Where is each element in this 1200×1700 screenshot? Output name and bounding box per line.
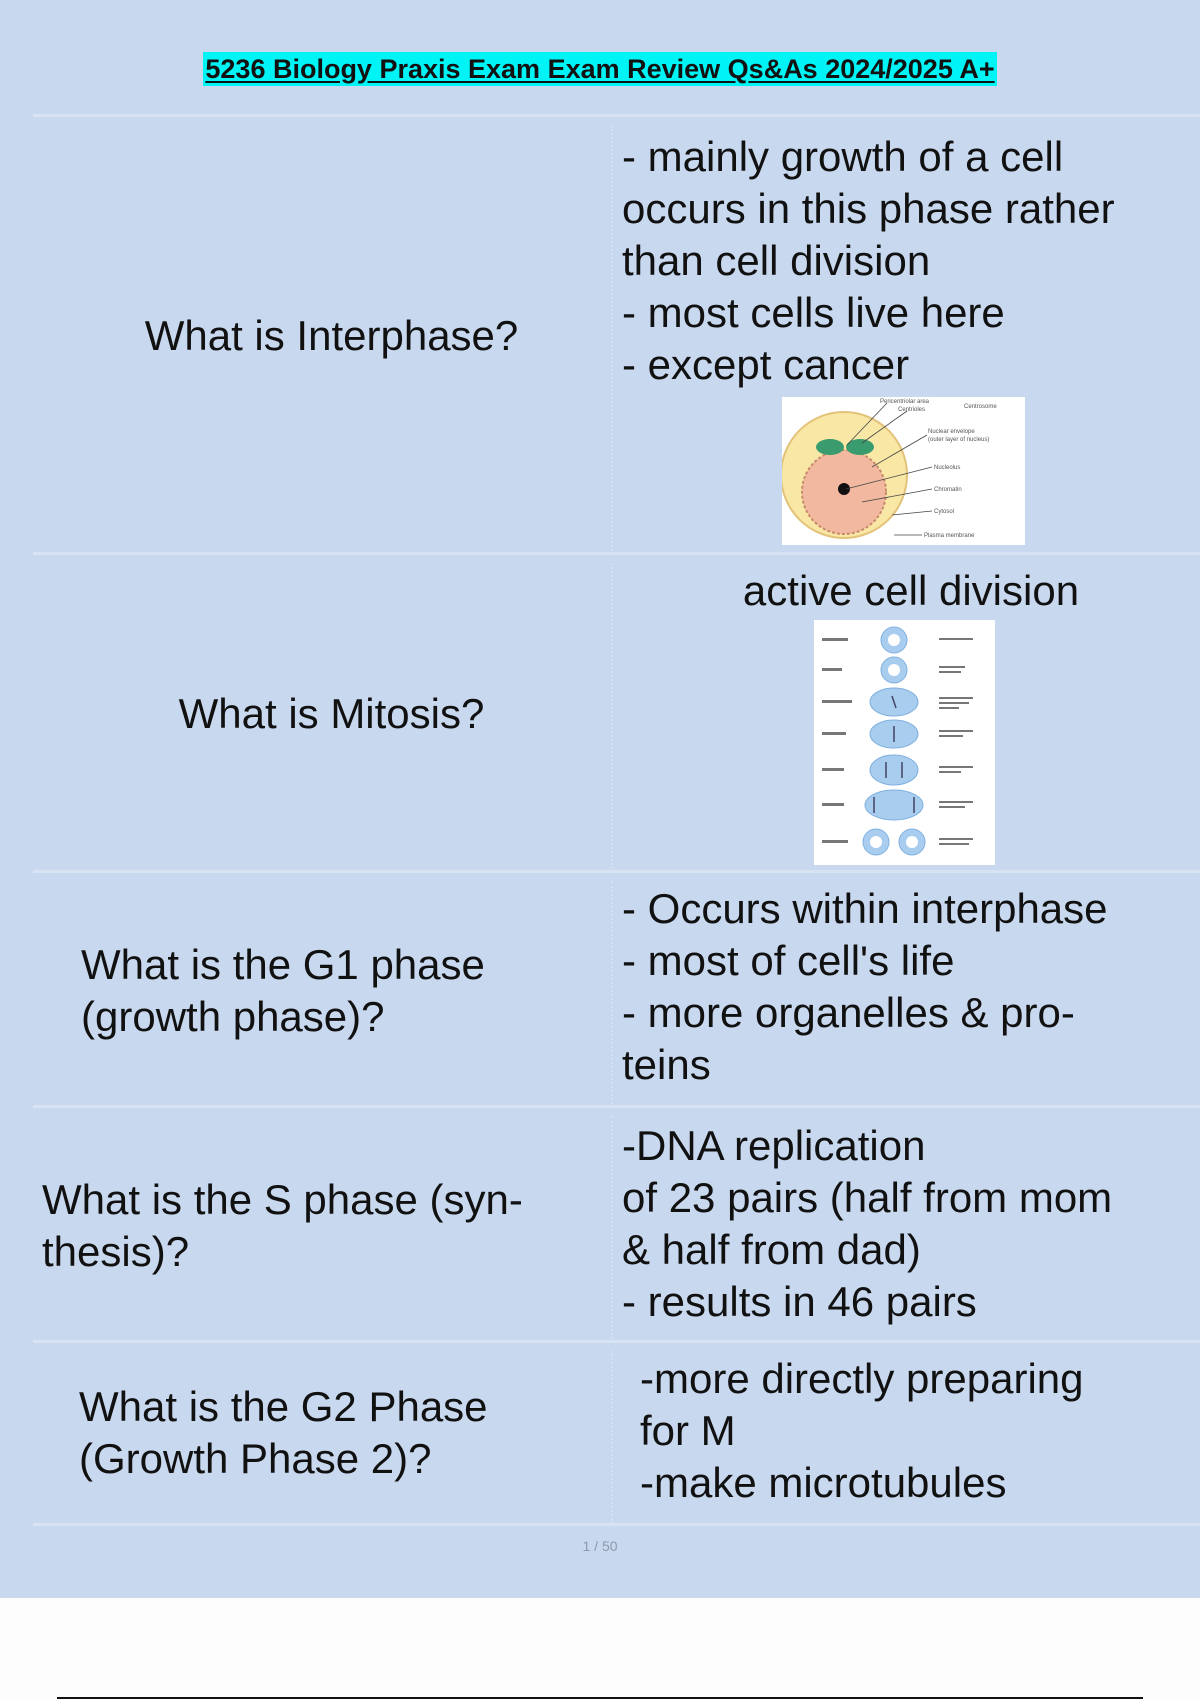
answer-line: -more directly preparing [640, 1355, 1084, 1402]
question-line: What is the S phase (syn- [42, 1175, 523, 1223]
answer-line: - results in 46 pairs [622, 1278, 977, 1325]
label-pericentriolar: Pericentriolar area [880, 399, 930, 405]
answer-line: - most cells live here [622, 289, 1005, 336]
page-indicator: 1 / 50 [582, 1538, 618, 1554]
answer-cell: active cell division [611, 565, 1200, 883]
flashcard-row: What is the S phase (syn- thesis)? -DNA … [33, 1105, 1200, 1343]
label-centrioles: Centrioles [898, 407, 925, 413]
answer-line: occurs in this phase rather [622, 185, 1115, 232]
interphase-cell-image: Pericentriolar area Centrioles Centrosom… [780, 397, 1025, 545]
question-line: thesis)? [42, 1227, 190, 1275]
label-centrosome: Centrosome [964, 404, 997, 410]
flashcard-row: What is Interphase? - mainly growth of a… [33, 114, 1200, 555]
answer-line: for M [640, 1407, 736, 1454]
question-line: What is the G1 phase [81, 940, 485, 988]
answer-line: active cell division [742, 567, 1080, 614]
answer-line: -DNA replication [622, 1122, 926, 1169]
answer-cell: - mainly growth of a cell occurs in this… [622, 131, 1200, 569]
answer-line: - most of cell's life [622, 937, 955, 984]
answer-line: - mainly growth of a cell [622, 133, 1064, 180]
answer-cell: -DNA replication of 23 pairs (half from … [622, 1120, 1200, 1355]
column-divider [611, 125, 613, 555]
question-text: What is Mitosis? [178, 690, 485, 737]
footer-rule [57, 1697, 1143, 1699]
answer-line: of 23 pairs (half from mom [622, 1174, 1113, 1221]
mitosis-stages-image [814, 620, 995, 865]
answer-line: -make microtubules [640, 1459, 1007, 1506]
document-title: 5236 Biology Praxis Exam Exam Review Qs&… [203, 52, 997, 86]
question-cell: What is Mitosis? [33, 555, 610, 873]
answer-line: teins [622, 1041, 711, 1088]
label-nuclear-envelope: Nuclear envelope [928, 429, 975, 435]
flashcard-row: What is the G1 phase (growth phase)? - O… [33, 870, 1200, 1108]
answer-cell: -more directly preparing for M -make mic… [640, 1353, 1200, 1533]
question-line: (Growth Phase 2)? [79, 1435, 432, 1482]
question-cell: What is the G1 phase (growth phase)? [33, 873, 610, 1108]
answer-cell: - Occurs within interphase - most of cel… [622, 883, 1200, 1118]
label-chromatin: Chromatin [934, 487, 962, 493]
flashcard-row: What is Mitosis? active cell division [33, 552, 1200, 873]
answer-line: - except cancer [622, 341, 910, 388]
answer-line: - more organelles & pro- [622, 989, 1075, 1036]
title-banner: 5236 Biology Praxis Exam Exam Review Qs&… [0, 52, 1200, 86]
question-line: What is the G2 Phase [79, 1383, 488, 1430]
column-divider [611, 1116, 613, 1343]
column-divider [611, 563, 613, 873]
question-cell: What is the G2 Phase (Growth Phase 2)? [33, 1343, 610, 1523]
answer-line: & half from dad) [622, 1226, 921, 1273]
label-plasma-membrane: Plasma membrane [924, 533, 975, 539]
label-cytosol: Cytosol [934, 509, 954, 515]
question-text: What is Interphase? [144, 312, 519, 359]
label-nucleolus: Nucleolus [934, 465, 960, 471]
column-divider [611, 881, 613, 1108]
label-outer-layer: (outer layer of nucleus) [928, 437, 989, 443]
question-line: (growth phase)? [81, 992, 385, 1040]
question-cell: What is Interphase? [33, 117, 610, 555]
answer-line: than cell division [622, 237, 931, 284]
question-cell: What is the S phase (syn- thesis)? [33, 1108, 610, 1343]
flashcard-row: What is the G2 Phase (Growth Phase 2)? -… [33, 1340, 1200, 1526]
page-panel [0, 0, 1200, 1598]
answer-line: - Occurs within interphase [622, 885, 1108, 932]
column-divider [611, 1351, 613, 1523]
